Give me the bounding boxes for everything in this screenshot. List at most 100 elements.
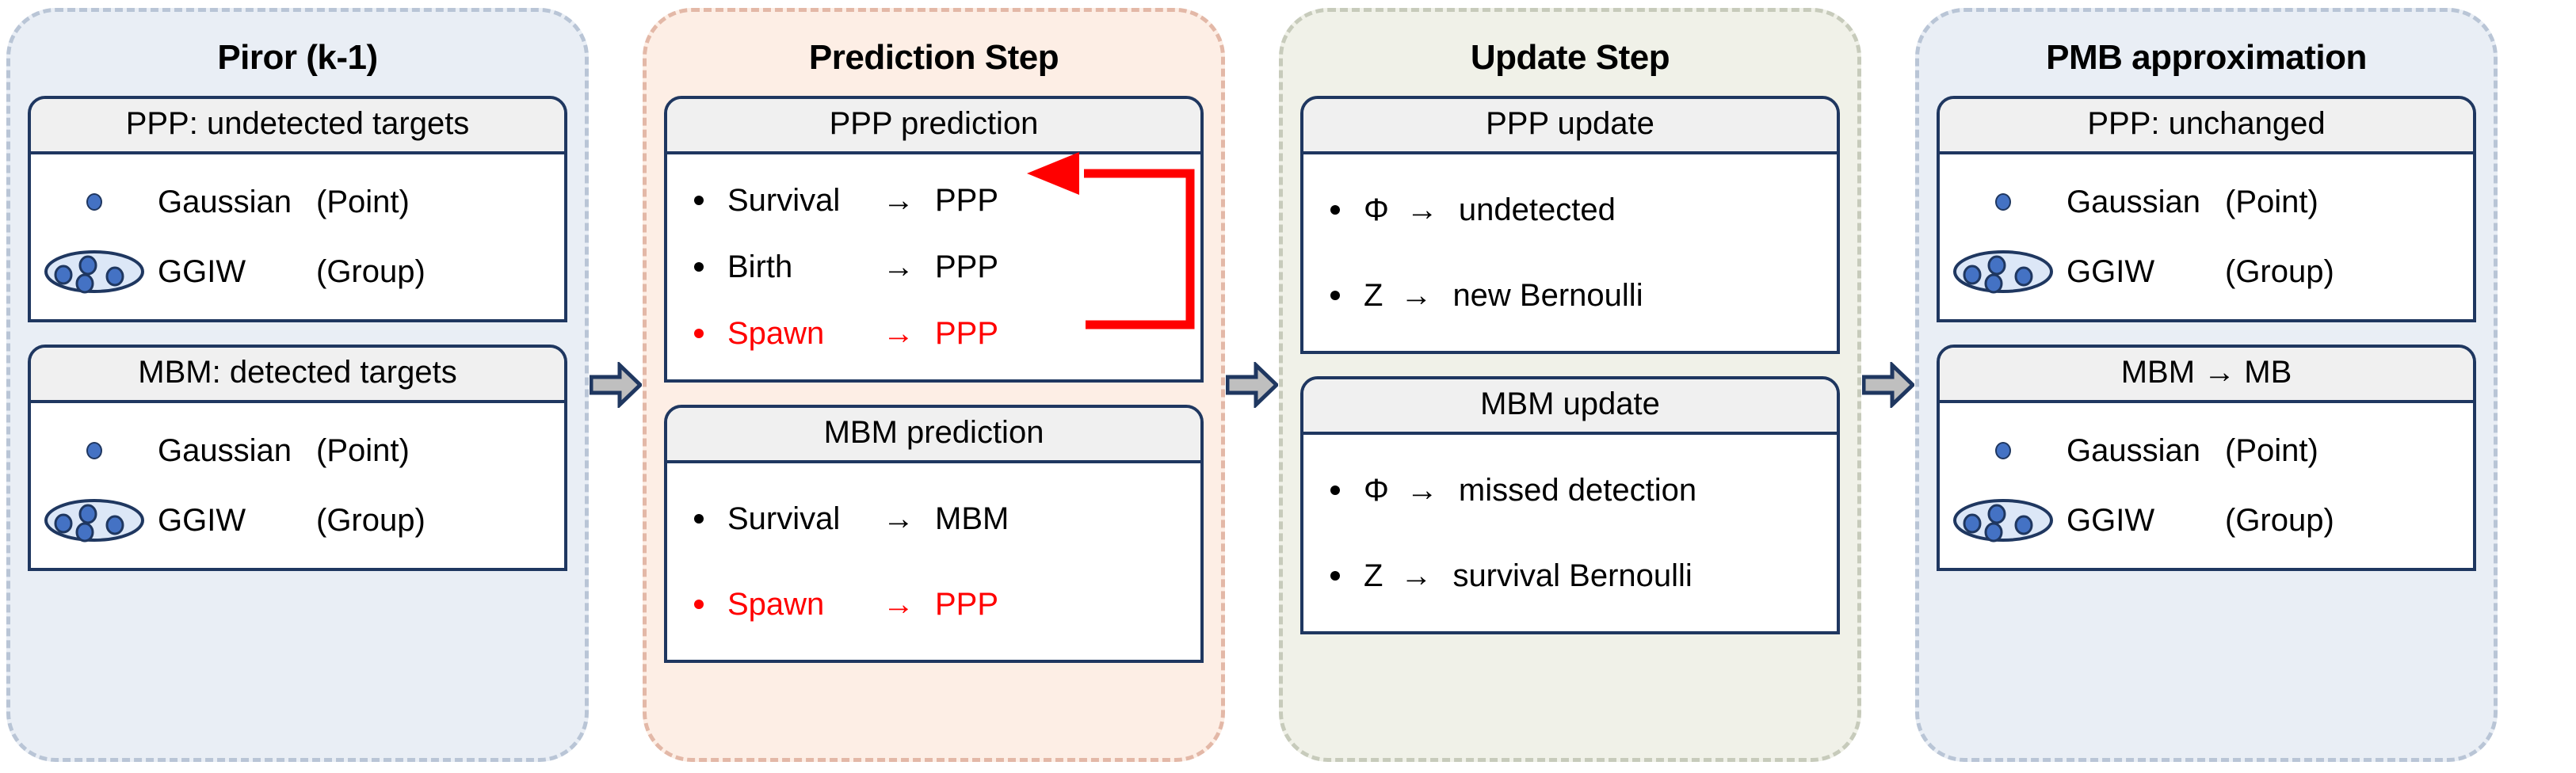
gaussian-point-icon bbox=[1940, 193, 2067, 211]
bullet-to: survival Bernoulli bbox=[1452, 558, 1693, 593]
card-mbm-to-mb: MBM → MB Gaussian (Point) bbox=[1937, 345, 2476, 571]
legend-name: Gaussian bbox=[158, 184, 292, 219]
bullet-from: Φ bbox=[1364, 472, 1389, 508]
arrow-right-glyph: → bbox=[883, 501, 914, 536]
legend-label: Gaussian (Point) bbox=[2067, 185, 2318, 220]
card-body-mbm-prediction: Survival → MBM Spawn → PPP bbox=[667, 463, 1200, 660]
legend-row: Gaussian (Point) bbox=[1940, 167, 2473, 237]
arrow-right-glyph: → bbox=[1400, 558, 1433, 593]
arrow-right-glyph: → bbox=[883, 249, 914, 284]
legend-label: GGIW (Group) bbox=[158, 254, 426, 290]
bullet-item: Z → survival Bernoulli bbox=[1303, 533, 1837, 619]
card-mbm-detected: MBM: detected targets Gaussian (Point) bbox=[28, 345, 567, 571]
legend-row: Gaussian (Point) bbox=[1940, 416, 2473, 486]
bullet-to: PPP bbox=[935, 315, 999, 351]
legend-name: Gaussian bbox=[158, 432, 292, 468]
bullet-item-spawn-ppp: Spawn → PPP bbox=[667, 562, 1200, 647]
bullet-dot-icon bbox=[1330, 291, 1340, 300]
gaussian-point-icon bbox=[31, 193, 158, 211]
legend-kind: (Point) bbox=[316, 184, 410, 219]
card-ppp-update: PPP update Φ → undetected Z → new Bernou… bbox=[1300, 96, 1840, 354]
right-arrow-icon bbox=[1226, 362, 1278, 408]
legend-kind: (Point) bbox=[2225, 184, 2318, 219]
bullet-to: MBM bbox=[935, 501, 1009, 536]
legend-label: Gaussian (Point) bbox=[2067, 433, 2318, 469]
card-body-mbm-detected: Gaussian (Point) bbox=[31, 403, 564, 568]
legend-name: GGIW bbox=[2067, 253, 2155, 289]
bullet-item: Birth → PPP bbox=[667, 234, 1200, 300]
bullet-dot-icon bbox=[1330, 205, 1340, 215]
card-body-ppp-update: Φ → undetected Z → new Bernoulli bbox=[1303, 154, 1837, 351]
legend-name: GGIW bbox=[158, 253, 246, 289]
bullet-from: Spawn bbox=[727, 315, 825, 351]
legend-name: GGIW bbox=[158, 502, 246, 538]
bullet-to: PPP bbox=[935, 182, 999, 218]
bullet-from: Z bbox=[1364, 558, 1383, 593]
bullet-dot-icon bbox=[694, 196, 704, 205]
bullet-from: Birth bbox=[727, 249, 793, 284]
card-ppp-unchanged: PPP: unchanged Gaussian (Point) bbox=[1937, 96, 2476, 322]
card-body-ppp-unchanged: Gaussian (Point) bbox=[1940, 154, 2473, 319]
stage-update: Update Step PPP update Φ → undetected Z … bbox=[1279, 8, 1861, 762]
card-header-mbm-prediction: MBM prediction bbox=[667, 408, 1200, 463]
bullet-dot-icon bbox=[1330, 486, 1340, 495]
bullet-from: Z bbox=[1364, 277, 1383, 313]
stage-title-update: Update Step bbox=[1470, 38, 1670, 77]
legend-name: Gaussian bbox=[2067, 432, 2200, 468]
card-header-ppp-unchanged: PPP: unchanged bbox=[1940, 99, 2473, 154]
legend-row: GGIW (Group) bbox=[1940, 486, 2473, 555]
bullet-dot-icon bbox=[694, 514, 704, 524]
legend-row: GGIW (Group) bbox=[1940, 237, 2473, 307]
card-ppp-undetected: PPP: undetected targets Gaussian (Point) bbox=[28, 96, 567, 322]
stage-title-prior: Piror (k-1) bbox=[217, 38, 378, 77]
legend-kind: (Group) bbox=[316, 253, 426, 289]
card-header-mbm-update: MBM update bbox=[1303, 379, 1837, 435]
card-mbm-prediction: MBM prediction Survival → MBM Spawn → PP… bbox=[664, 405, 1204, 663]
legend-kind: (Point) bbox=[316, 432, 410, 468]
card-body-ppp-undetected: Gaussian (Point) bbox=[31, 154, 564, 319]
legend-row: GGIW (Group) bbox=[31, 237, 564, 307]
bullet-dot-icon bbox=[694, 262, 704, 272]
bullet-from: Survival bbox=[727, 501, 841, 536]
connector-update-to-pmb bbox=[1861, 8, 1915, 762]
arrow-right-glyph: → bbox=[883, 315, 914, 351]
card-header-mbm-detected: MBM: detected targets bbox=[31, 348, 564, 403]
bullet-item: Survival → MBM bbox=[667, 476, 1200, 562]
right-arrow-icon bbox=[1862, 362, 1914, 408]
legend-label: GGIW (Group) bbox=[2067, 254, 2334, 290]
connector-prediction-to-update bbox=[1225, 8, 1279, 762]
stage-pmb-approximation: PMB approximation PPP: unchanged Gaussia… bbox=[1915, 8, 2498, 762]
card-body-mbm-update: Φ → missed detection Z → survival Bernou… bbox=[1303, 435, 1837, 631]
ggiw-group-icon bbox=[1940, 249, 2067, 295]
legend-kind: (Group) bbox=[2225, 502, 2334, 538]
ggiw-group-icon bbox=[1940, 497, 2067, 543]
bullet-dot-icon bbox=[694, 329, 704, 338]
gaussian-point-icon bbox=[31, 442, 158, 459]
bullet-dot-icon bbox=[1330, 571, 1340, 581]
legend-label: Gaussian (Point) bbox=[158, 185, 410, 220]
bullet-item: Z → new Bernoulli bbox=[1303, 253, 1837, 338]
legend-name: GGIW bbox=[2067, 502, 2155, 538]
stage-prior: Piror (k-1) PPP: undetected targets Gaus… bbox=[6, 8, 589, 762]
card-mbm-update: MBM update Φ → missed detection Z → surv… bbox=[1300, 376, 1840, 634]
legend-label: Gaussian (Point) bbox=[158, 433, 410, 469]
bullet-to: PPP bbox=[935, 249, 999, 284]
legend-label: GGIW (Group) bbox=[158, 503, 426, 539]
legend-label: GGIW (Group) bbox=[2067, 503, 2334, 539]
bullet-item: Survival → PPP bbox=[667, 167, 1200, 234]
ggiw-group-icon bbox=[31, 249, 158, 295]
card-ppp-prediction: PPP prediction Survival → PPP Birth → PP… bbox=[664, 96, 1204, 383]
bullet-item: Φ → missed detection bbox=[1303, 447, 1837, 533]
stage-prediction: Prediction Step PPP prediction Survival … bbox=[643, 8, 1225, 762]
legend-kind: (Group) bbox=[316, 502, 426, 538]
arrow-right-glyph: → bbox=[1406, 472, 1438, 508]
legend-row: GGIW (Group) bbox=[31, 486, 564, 555]
card-body-mbm-to-mb: Gaussian (Point) bbox=[1940, 403, 2473, 568]
legend-row: Gaussian (Point) bbox=[31, 167, 564, 237]
card-body-ppp-prediction: Survival → PPP Birth → PPP Spawn → PPP bbox=[667, 154, 1200, 379]
arrow-right-glyph: → bbox=[883, 182, 914, 218]
bullet-to: missed detection bbox=[1458, 472, 1697, 508]
card-header-mbm-to-mb: MBM → MB bbox=[1940, 348, 2473, 403]
legend-kind: (Group) bbox=[2225, 253, 2334, 289]
